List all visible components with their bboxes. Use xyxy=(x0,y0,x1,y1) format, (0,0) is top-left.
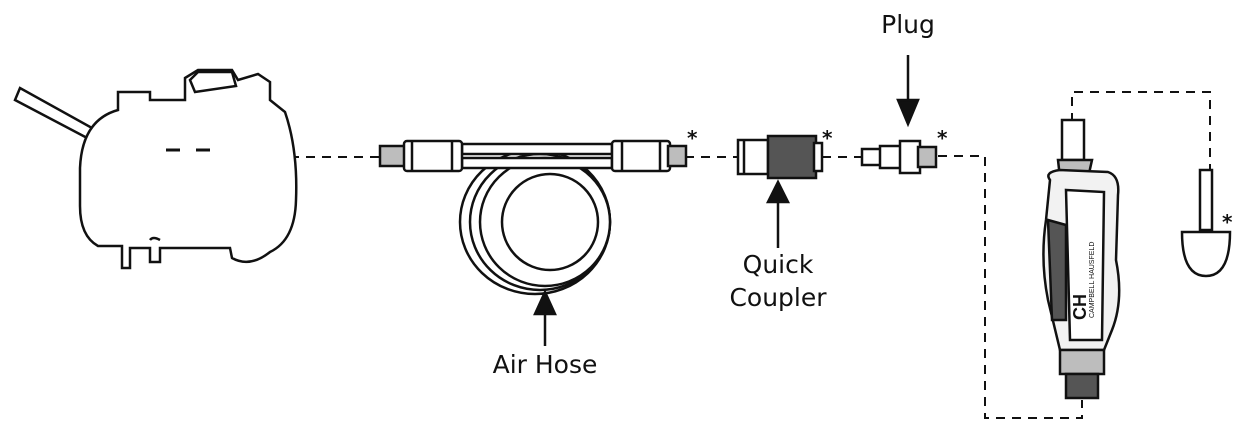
tool-logo-text: CH xyxy=(1070,294,1090,320)
tool-brand-text: CAMPBELL HAUSFELD xyxy=(1089,242,1096,318)
asterisk-quick-coupler: * xyxy=(822,126,833,150)
callout-arrows xyxy=(533,55,920,346)
quick-coupler-label-line2: Coupler xyxy=(729,283,827,312)
asterisk-plug: * xyxy=(937,126,948,150)
air-hose-illustration xyxy=(378,139,688,296)
asterisk-oil-bottle: * xyxy=(1222,210,1233,234)
air-compressor-illustration xyxy=(13,68,298,270)
oil-bottle-illustration xyxy=(1180,168,1232,278)
pneumatic-tool-illustration xyxy=(1042,118,1121,400)
plug-illustration xyxy=(860,139,938,175)
air-hose-label: Air Hose xyxy=(492,350,598,379)
quick-coupler-illustration xyxy=(736,134,824,180)
air-line-dashed xyxy=(290,91,1211,419)
asterisk-air-hose: * xyxy=(687,126,698,150)
plug-label: Plug xyxy=(881,10,935,39)
quick-coupler-label-line1: Quick xyxy=(742,250,814,279)
